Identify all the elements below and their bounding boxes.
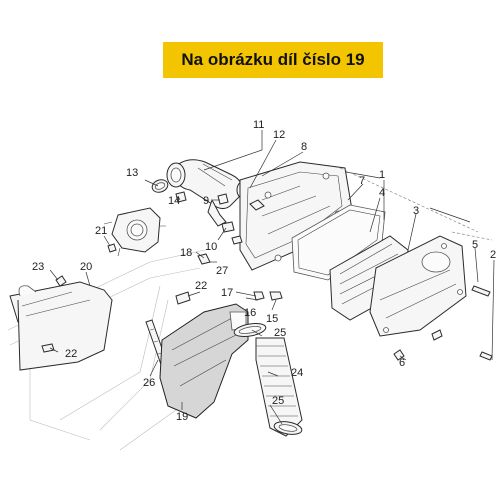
part-banner: Na obrázku díl číslo 19 [163, 42, 383, 78]
screws-right [393, 285, 493, 361]
callout-1: 1 [379, 169, 385, 181]
callout-25-upper: 25 [274, 327, 286, 339]
callout-18: 18 [180, 247, 192, 259]
leader-lines [49, 130, 495, 425]
callout-22-lower: 22 [65, 348, 77, 360]
throttle-body [103, 207, 166, 257]
callout-15: 15 [266, 313, 278, 325]
part-13-clamp [151, 179, 169, 193]
callout-25-lower: 25 [272, 395, 284, 407]
callout-11: 11 [253, 119, 264, 131]
callout-4: 4 [379, 187, 385, 199]
callout-10: 10 [205, 241, 217, 253]
callout-21: 21 [95, 225, 107, 237]
callout-6: 6 [399, 357, 405, 369]
callout-2: 2 [490, 249, 496, 261]
callout-13: 13 [126, 167, 138, 179]
callout-14: 14 [168, 195, 180, 207]
callout-19: 19 [176, 411, 188, 423]
callout-24: 24 [291, 367, 303, 379]
callout-27: 27 [216, 265, 228, 277]
callout-labels: 11 12 8 1 7 4 3 5 2 6 13 14 9 10 18 27 1… [32, 119, 496, 423]
callout-7: 7 [359, 175, 365, 187]
callout-23: 23 [32, 261, 44, 273]
part-20-duct [9, 281, 113, 371]
part-19-air-duct-highlighted [159, 303, 249, 419]
callout-20: 20 [80, 261, 92, 273]
callout-16: 16 [244, 307, 256, 319]
part-22-clip [175, 291, 191, 305]
callout-8: 8 [301, 141, 307, 153]
callout-12: 12 [273, 129, 285, 141]
callout-17: 17 [221, 287, 233, 299]
part-24-bellows [255, 337, 303, 437]
callout-5: 5 [472, 239, 478, 251]
callout-22-upper: 22 [195, 280, 207, 292]
callout-9: 9 [203, 195, 209, 207]
part-3-cover [369, 235, 467, 337]
callout-26: 26 [143, 377, 155, 389]
callout-3: 3 [413, 205, 419, 217]
